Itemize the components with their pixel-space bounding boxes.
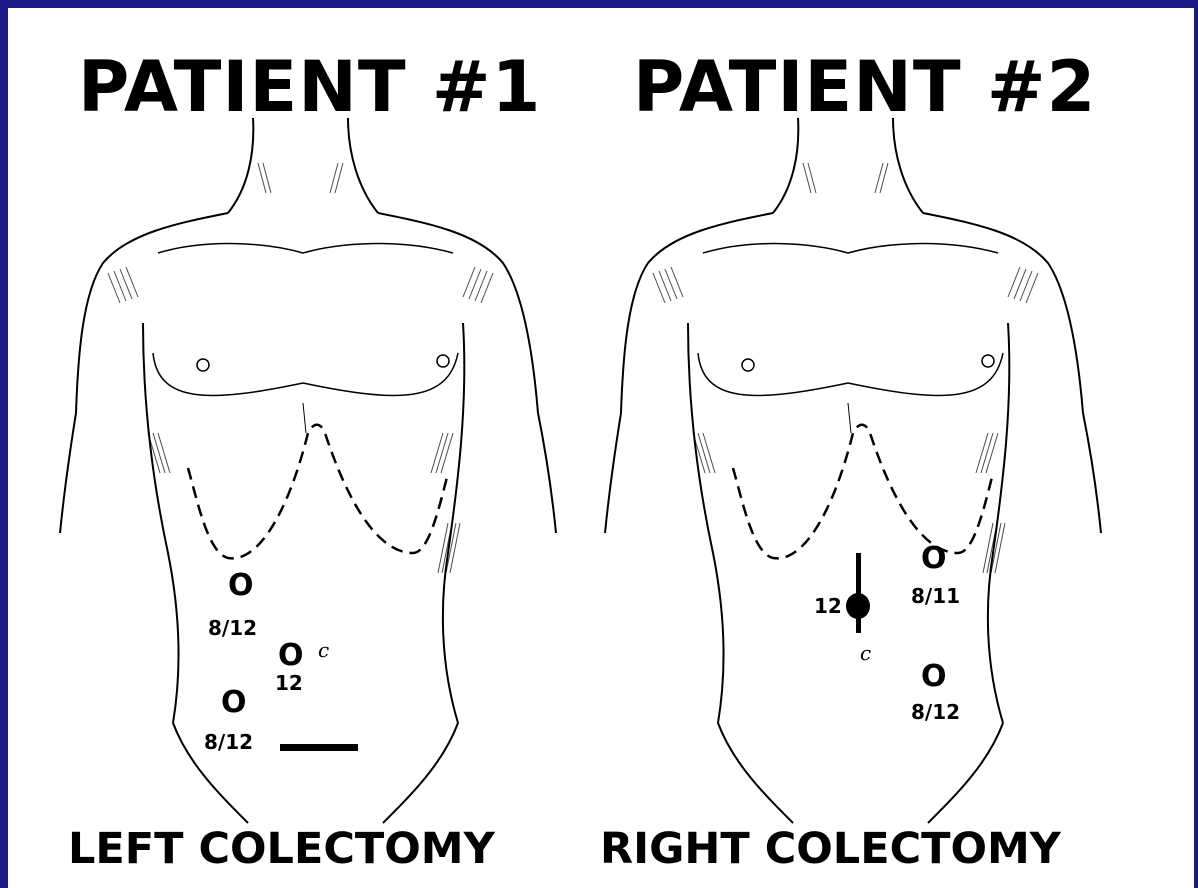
patient1-port-2-size: 12 bbox=[275, 673, 303, 693]
patient1-caption: LEFT COLECTOMY bbox=[68, 828, 495, 871]
patient2-torso-illustration bbox=[593, 103, 1113, 833]
patient1-port-3-size: 8/12 bbox=[204, 732, 253, 752]
patient1-port-1-size: 8/12 bbox=[208, 618, 257, 638]
slide-canvas: PATIENT #1 O 8/12 O c 12 O 8/12 LEFT COL… bbox=[8, 8, 1194, 888]
patient1-camera-mark: c bbox=[318, 640, 329, 660]
patient1-extraction-incision bbox=[280, 744, 358, 751]
patient2-camera-mark: c bbox=[860, 643, 871, 663]
patient2-port-2-size: 8/12 bbox=[911, 702, 960, 722]
patient2-camera-port-size: 12 bbox=[814, 596, 842, 616]
patient1-port-3-marker: O bbox=[221, 688, 247, 718]
patient2-caption: RIGHT COLECTOMY bbox=[600, 828, 1061, 871]
patient2-port-2-marker: O bbox=[921, 662, 947, 692]
patient1-port-1-marker: O bbox=[228, 571, 254, 601]
patient2-port-1-marker: O bbox=[921, 544, 947, 574]
patient1-title: PATIENT #1 bbox=[78, 52, 541, 122]
patient1-torso-illustration bbox=[48, 103, 568, 833]
patient2-title: PATIENT #2 bbox=[633, 52, 1096, 122]
patient2-vertical-incision bbox=[856, 553, 861, 633]
patient2-port-1-size: 8/11 bbox=[911, 586, 960, 606]
patient1-port-2-marker: O bbox=[278, 641, 304, 671]
